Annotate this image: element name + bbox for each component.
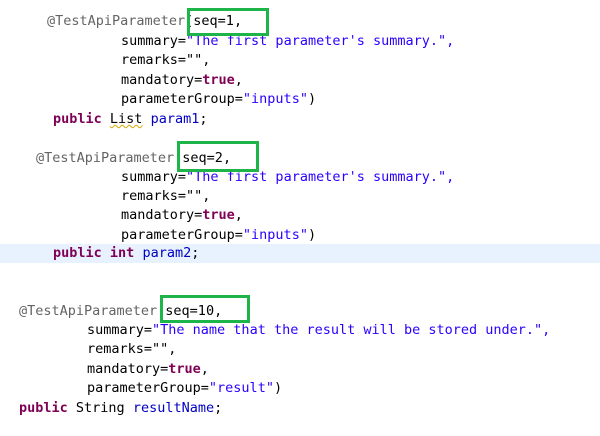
comma: , bbox=[234, 72, 243, 88]
type-name: String bbox=[75, 400, 125, 416]
current-line-highlight bbox=[0, 244, 600, 263]
remarks: remarks="", bbox=[121, 52, 211, 68]
mandatory-value: true bbox=[202, 207, 235, 223]
seq-callout-box bbox=[187, 8, 269, 36]
mandatory-key: mandatory= bbox=[121, 207, 203, 223]
remarks-line[interactable]: remarks="", bbox=[121, 51, 210, 70]
close-paren: ) bbox=[273, 380, 283, 396]
modifier-keyword: public bbox=[53, 245, 102, 261]
parameter-group-line[interactable]: parameterGroup="inputs") bbox=[121, 226, 316, 245]
semicolon: ; bbox=[199, 111, 208, 127]
summary-line[interactable]: summary="The first parameter's summary."… bbox=[121, 32, 454, 51]
declaration-line[interactable]: public List param1; bbox=[53, 110, 208, 129]
field-name: param2 bbox=[142, 245, 192, 261]
group-value: "inputs" bbox=[242, 91, 308, 107]
mandatory-value: true bbox=[168, 361, 201, 377]
summary-value: "The first parameter's summary.", bbox=[186, 169, 455, 185]
remarks: remarks="", bbox=[87, 341, 177, 357]
annotation-name: @TestApiParameter bbox=[19, 303, 158, 319]
parameter-group-line[interactable]: parameterGroup="result") bbox=[87, 379, 282, 398]
close-paren: ) bbox=[307, 227, 317, 243]
summary-key: summary= bbox=[87, 322, 153, 338]
seq-argument: (seq=1, bbox=[185, 13, 243, 29]
seq-argument: (seq=2, bbox=[174, 150, 232, 166]
annotation-line[interactable]: @TestApiParameter(seq=10, bbox=[19, 302, 222, 321]
summary-value: "The name that the result will be stored… bbox=[152, 322, 551, 338]
annotation-name: @TestApiParameter bbox=[47, 13, 186, 29]
summary-value: "The first parameter's summary.", bbox=[186, 33, 455, 49]
annotation-name: @TestApiParameter bbox=[36, 150, 175, 166]
remarks-line[interactable]: remarks="", bbox=[87, 340, 176, 359]
summary-line[interactable]: summary="The first parameter's summary."… bbox=[121, 168, 454, 187]
summary-line[interactable]: summary="The name that the result will b… bbox=[87, 321, 550, 340]
field-name: resultName bbox=[132, 400, 215, 416]
comma: , bbox=[234, 207, 243, 223]
group-key: parameterGroup= bbox=[87, 380, 209, 396]
group-value: "result" bbox=[208, 380, 274, 396]
group-value: "inputs" bbox=[242, 227, 308, 243]
close-paren: ) bbox=[307, 91, 317, 107]
mandatory-line[interactable]: mandatory=true, bbox=[121, 71, 243, 90]
seq-argument: (seq=10, bbox=[157, 303, 223, 319]
seq-callout-box bbox=[177, 141, 259, 172]
mandatory-line[interactable]: mandatory=true, bbox=[121, 206, 243, 225]
mandatory-key: mandatory= bbox=[87, 361, 169, 377]
mandatory-value: true bbox=[202, 72, 235, 88]
remarks-line[interactable]: remarks="", bbox=[121, 187, 210, 206]
mandatory-key: mandatory= bbox=[121, 72, 203, 88]
group-key: parameterGroup= bbox=[121, 91, 243, 107]
remarks: remarks="", bbox=[121, 188, 211, 204]
type-name: List bbox=[109, 111, 143, 127]
summary-key: summary= bbox=[121, 169, 187, 185]
semicolon: ; bbox=[214, 400, 223, 416]
semicolon: ; bbox=[191, 245, 200, 261]
group-key: parameterGroup= bbox=[121, 227, 243, 243]
mandatory-line[interactable]: mandatory=true, bbox=[87, 360, 209, 379]
modifier-keyword: public bbox=[19, 400, 68, 416]
modifier-keyword: public bbox=[53, 111, 102, 127]
seq-callout-box bbox=[160, 295, 250, 323]
type-name: int bbox=[109, 245, 135, 261]
summary-key: summary= bbox=[121, 33, 187, 49]
declaration-line[interactable]: public int param2; bbox=[53, 244, 199, 263]
parameter-group-line[interactable]: parameterGroup="inputs") bbox=[121, 90, 316, 109]
field-name: param1 bbox=[150, 111, 200, 127]
annotation-line[interactable]: @TestApiParameter(seq=2, bbox=[36, 149, 231, 168]
comma: , bbox=[200, 361, 209, 377]
declaration-line[interactable]: public String resultName; bbox=[19, 399, 222, 418]
annotation-line[interactable]: @TestApiParameter(seq=1, bbox=[47, 12, 242, 31]
